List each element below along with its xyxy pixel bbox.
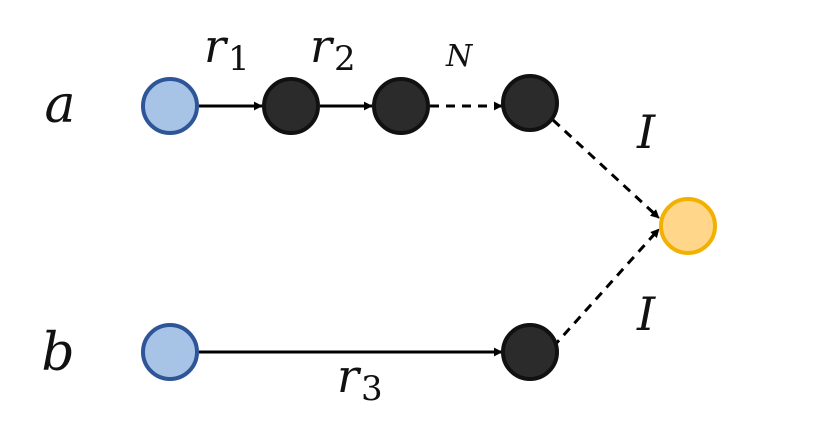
edge-label-r2-sub: 2	[334, 39, 356, 79]
edge-label-r2: r2	[310, 19, 356, 79]
edge-label-r3: r3	[337, 349, 383, 409]
edge-label-r1-sub: 1	[228, 39, 250, 79]
edge-label-i-bottom: I	[636, 287, 656, 341]
inner-node-a2	[372, 77, 430, 135]
row-label-b: b	[41, 323, 74, 383]
inner-node-b1	[501, 323, 559, 381]
inner-node-a1	[262, 77, 320, 135]
edge-label-r2-main: r	[310, 19, 335, 73]
source-node-b	[141, 323, 199, 381]
edge-label-i-top: I	[636, 105, 656, 159]
source-node-a	[141, 77, 199, 135]
inner-node-a3	[501, 74, 559, 132]
edge-label-n: N	[445, 39, 474, 74]
edge-label-r3-main: r	[337, 349, 362, 403]
target-node	[659, 197, 717, 255]
edge-a-i	[551, 118, 661, 220]
edge-b-i	[551, 227, 661, 349]
edge-label-r1: r1	[204, 19, 250, 79]
row-label-a: a	[44, 75, 75, 135]
edge-label-r3-sub: 3	[361, 369, 383, 409]
edge-label-r1-main: r	[204, 19, 229, 73]
